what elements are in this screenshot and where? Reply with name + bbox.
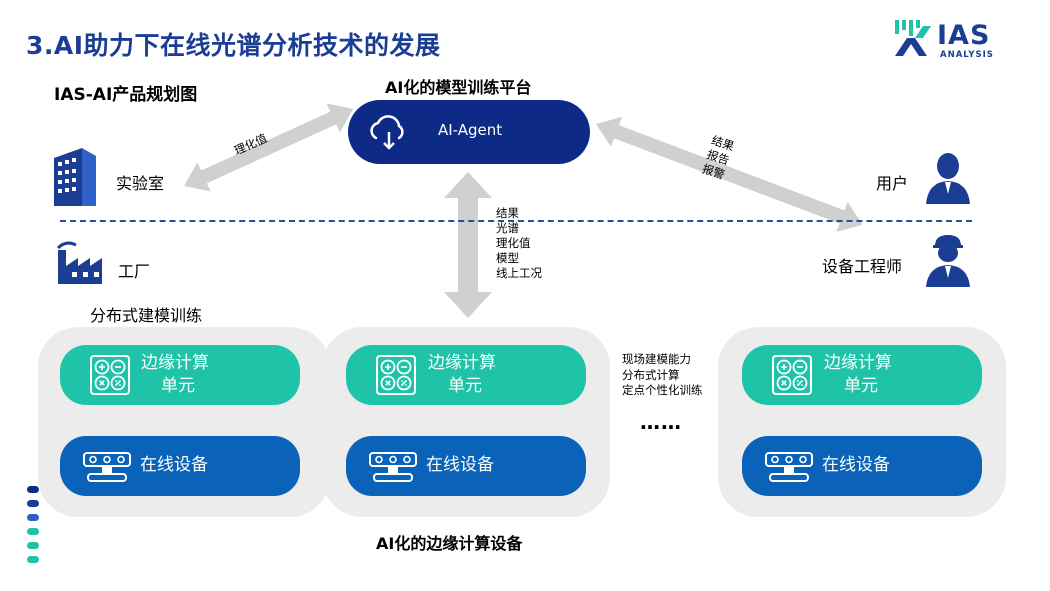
lab-label: 实验室 [116,174,165,193]
platform-title: AI化的模型训练平台 [385,78,532,97]
cloud-download-icon [370,115,404,150]
edge-unit-text-3: 边缘计算 单元 [824,352,892,398]
lab-agent-arrow [184,103,354,192]
center-arrow-label-1: 结果 [496,206,519,220]
edge-devices-title: AI化的边缘计算设备 [376,534,523,553]
engineer-icon [926,235,970,287]
agent-edge-arrow [444,172,492,318]
edge-unit-line1: 边缘计算 [428,353,496,373]
online-device-label-2: 在线设备 [426,455,494,475]
edge-unit-line1: 边缘计算 [141,353,209,373]
online-device-label-1: 在线设备 [140,455,208,475]
calculator-icon [90,355,130,395]
capability-1: 现场建模能力 [622,352,691,366]
user-icon [926,153,970,204]
diagram-subtitle: IAS-AI产品规划图 [54,85,198,105]
center-arrow-label-2: 光谱 [496,221,519,235]
ai-agent-label: AI-Agent [438,121,503,139]
center-arrow-labels: 结果 光谱 理化值 模型 线上工况 [496,206,542,281]
logo-subtext: ANALYSIS [940,50,994,60]
ias-logo-icon [895,20,931,56]
center-arrow-label-3: 理化值 [496,236,531,250]
center-arrow-label-4: 模型 [496,251,519,265]
layer-separator [60,220,972,222]
calculator-icon [772,355,812,395]
center-arrow-label-5: 线上工况 [496,266,542,280]
decorative-dots [27,486,39,563]
edge-unit-line1: 边缘计算 [824,353,892,373]
capabilities-list: 现场建模能力 分布式计算 定点个性化训练 [622,352,703,399]
online-device-label-3: 在线设备 [822,455,890,475]
factory-icon [56,241,102,284]
agent-user-arrow [596,116,863,232]
capability-2: 分布式计算 [622,367,680,382]
logo-text: IAS [937,20,991,51]
edge-unit-text-2: 边缘计算 单元 [428,352,496,398]
factory-label: 工厂 [118,262,151,281]
capability-3: 定点个性化训练 [622,383,703,397]
edge-unit-line2: 单元 [448,376,482,396]
ellipsis: …… [640,410,682,434]
device-icon [765,452,813,482]
calculator-icon [376,355,416,395]
page-title: 3.AI助力下在线光谱分析技术的发展 [26,31,441,60]
building-icon [54,148,96,206]
distributed-training-label: 分布式建模训练 [90,306,203,325]
edge-unit-text-1: 边缘计算 单元 [141,352,209,398]
engineer-label: 设备工程师 [822,257,903,276]
edge-unit-line2: 单元 [844,376,878,396]
device-icon [369,452,417,482]
user-label: 用户 [876,174,909,193]
edge-unit-line2: 单元 [161,376,195,396]
device-icon [83,452,131,482]
